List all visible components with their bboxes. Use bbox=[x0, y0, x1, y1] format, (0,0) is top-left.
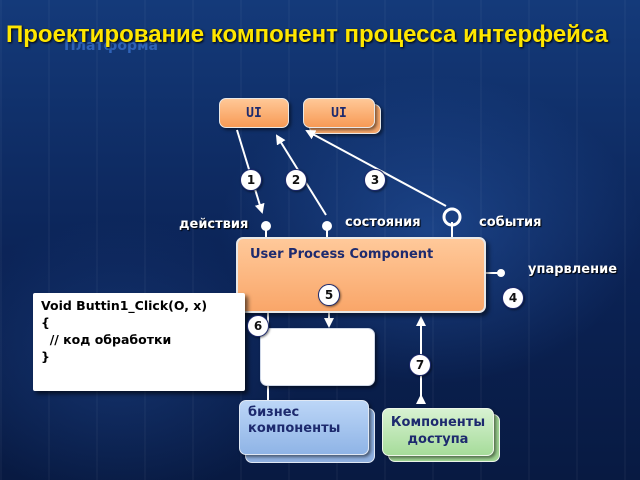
code-line-3: // код обработки bbox=[41, 332, 172, 347]
user-process-component-label: User Process Component bbox=[250, 247, 434, 262]
business-components-box: бизнес компоненты bbox=[239, 400, 369, 455]
ui-box-1: UI bbox=[219, 98, 289, 128]
ui-box-2: UI bbox=[303, 98, 375, 128]
ui-box-2-label: UI bbox=[331, 105, 347, 121]
states-connector bbox=[322, 221, 332, 231]
access-components-box: Компоненты доступа bbox=[382, 408, 494, 456]
empty-white-box bbox=[260, 328, 375, 386]
code-snippet: Void Buttin1_Click(O, x) { // код обрабо… bbox=[33, 293, 245, 391]
states-label: состояния bbox=[345, 215, 421, 230]
arrow-3-events bbox=[305, 130, 447, 207]
marker-6: 6 bbox=[247, 315, 269, 337]
business-components-label: бизнес компоненты bbox=[248, 405, 341, 436]
slide-title: Проектирование компонент процесса интерф… bbox=[6, 21, 608, 48]
control-label: упарвление bbox=[528, 262, 618, 277]
code-line-2: { bbox=[41, 315, 50, 330]
marker-2: 2 bbox=[285, 169, 307, 191]
events-label: события bbox=[479, 215, 542, 230]
user-process-component: User Process Component bbox=[236, 237, 486, 313]
marker-4: 4 bbox=[502, 287, 524, 309]
code-line-4: } bbox=[41, 349, 50, 364]
access-components-line1: Компоненты bbox=[390, 415, 486, 430]
marker-1: 1 bbox=[240, 169, 262, 191]
access-components-line2: доступа bbox=[407, 432, 469, 447]
marker-7: 7 bbox=[409, 354, 431, 376]
marker-5: 5 bbox=[318, 284, 340, 306]
marker-3: 3 bbox=[364, 169, 386, 191]
events-connector bbox=[442, 207, 462, 227]
code-line-1: Void Buttin1_Click(O, x) bbox=[41, 298, 208, 313]
actions-connector bbox=[261, 221, 271, 231]
ui-box-1-label: UI bbox=[246, 105, 262, 121]
control-connector bbox=[497, 269, 505, 277]
actions-label: действия bbox=[179, 217, 249, 232]
